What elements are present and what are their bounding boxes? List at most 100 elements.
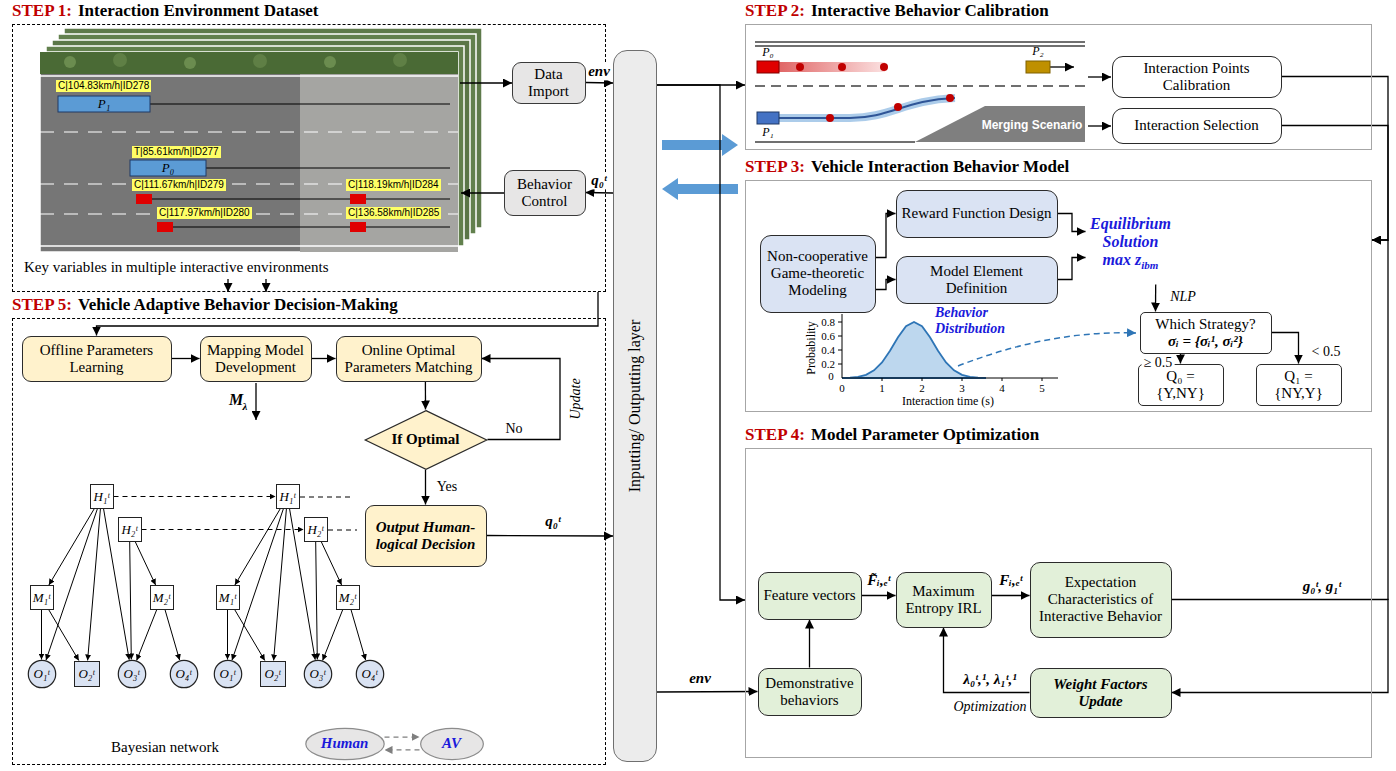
text-block: O₃ᵗ xyxy=(309,665,325,682)
layer-label: Inputting/ Outputting layer xyxy=(626,320,644,492)
dataset-frames-part xyxy=(393,53,407,67)
text-wrap: O₄ᵗ xyxy=(170,660,198,688)
node-text: Expectation Characteristics of Interacti… xyxy=(1039,574,1162,624)
text-block: H₁ᵗ xyxy=(93,488,109,505)
flow-arrows-part xyxy=(1387,240,1388,600)
bayes-node: H₁ᵗ xyxy=(276,484,300,509)
equilibrium-text: Equilibrium Solutionmax zibm xyxy=(1086,205,1176,285)
connector xyxy=(235,509,280,585)
text-block: O₂ᵗ xyxy=(264,665,280,682)
dataset-frames-part xyxy=(113,53,127,67)
edge-label: q₀ᵗ xyxy=(543,513,563,530)
connector xyxy=(312,358,336,359)
dataset-frames-part xyxy=(40,131,458,132)
step-heading: STEP 1:Interaction Environment Dataset xyxy=(12,1,319,21)
text-line: O₂ᵗ xyxy=(264,665,280,682)
edge-label: No xyxy=(503,421,524,437)
bayes-node: H₂ᵗ xyxy=(304,517,328,542)
text-line: σᵢ = {σᵢ¹, σᵢ²} xyxy=(1155,333,1255,350)
io-block-arrows-part xyxy=(662,178,738,200)
axis-title: Interaction time (s) xyxy=(902,395,994,409)
tick-label: 0.8 xyxy=(821,316,835,329)
text-block: M₂ᵗ xyxy=(153,589,171,606)
step-number: STEP 1: xyxy=(12,1,72,20)
connector xyxy=(385,736,420,737)
dataset-frames-part xyxy=(40,52,458,252)
text-wrap: Output Human-logical Decision xyxy=(366,506,486,566)
diamond-outline xyxy=(365,410,487,469)
text-block: Model Element Definition xyxy=(901,263,1053,297)
text-line: Model Element Definition xyxy=(901,263,1053,297)
node-text: AV xyxy=(442,735,461,751)
connector xyxy=(657,85,745,600)
text-line: H₂ᵗ xyxy=(307,521,323,538)
vehicle-label: P₁ xyxy=(762,126,774,140)
text-wrap: Interaction Points Calibration xyxy=(1113,57,1281,97)
node-text: If Optimal xyxy=(392,431,460,447)
connector xyxy=(1058,258,1086,280)
tick-label: 0 xyxy=(828,370,834,383)
process-box: Behavior Control xyxy=(504,170,586,216)
dataset-frames-part xyxy=(253,54,267,68)
text-line: M₁ᵗ xyxy=(33,589,51,606)
text-block: Online Optimal Parameters Matching xyxy=(341,342,477,376)
text-wrap: Weight Factors Update xyxy=(1031,669,1171,717)
process-box: Maximum Entropy IRL xyxy=(896,572,992,628)
text-block: Maximum Entropy IRL xyxy=(901,583,987,617)
tick-label: 1 xyxy=(879,382,885,395)
io-block-arrows-part xyxy=(662,134,738,156)
text-wrap: If Optimal xyxy=(364,410,488,470)
text-block: Behavior Control xyxy=(509,176,581,210)
node-text: O₁ᵗ xyxy=(33,666,49,681)
text-block: O₁ᵗ xyxy=(219,665,235,682)
bayes-node: M₂ᵗ xyxy=(336,585,360,610)
process-box: Demonstrative behaviors xyxy=(758,668,862,716)
text-wrap: Reward Function Design xyxy=(897,191,1057,237)
dataset-frames-part xyxy=(324,56,336,68)
edge-label: env xyxy=(687,670,713,687)
text-line: max zibm xyxy=(1090,251,1172,274)
vehicle-label: P₂ xyxy=(1032,45,1044,59)
flow-arrows-part xyxy=(227,279,228,292)
node-text: H₁ᵗ xyxy=(279,489,295,504)
text-line: O₃ᵗ xyxy=(309,665,325,682)
node-text: H₂ᵗ xyxy=(307,522,323,537)
ellipse-outline xyxy=(214,660,241,687)
connector xyxy=(487,535,614,537)
tick-label: 4 xyxy=(999,382,1005,395)
merging-scenario-sketch-part xyxy=(838,63,846,71)
connector xyxy=(992,595,1030,596)
text-line: Q₀ = {Y,NY} xyxy=(1143,368,1219,402)
behavior-distribution-chart-part xyxy=(838,336,842,337)
merging-scenario-sketch-part xyxy=(779,62,885,72)
text-line: If Optimal xyxy=(392,431,460,448)
text-block: Weight Factors Update xyxy=(1035,676,1167,710)
text-wrap: Interaction Selection xyxy=(1113,109,1281,143)
connector xyxy=(657,691,758,693)
agent-ellipse: Human xyxy=(305,728,385,760)
connector xyxy=(137,610,157,661)
bayes-node: O₃ᵗ xyxy=(118,660,146,688)
strategy-box: Which Strategy?σᵢ = {σᵢ¹, σᵢ²} xyxy=(1140,312,1272,354)
merging-scenario-sketch-part xyxy=(894,103,902,111)
process-box: Weight Factors Update xyxy=(1030,668,1172,718)
node-text: O₄ᵗ xyxy=(361,666,377,681)
connector xyxy=(274,509,287,661)
node-text: Human xyxy=(321,735,369,751)
tick-label: 0.2 xyxy=(821,358,835,371)
node-text: Non-cooperative Game-theoretic Modeling xyxy=(767,248,868,298)
dataset-frames-part xyxy=(350,194,366,204)
bayes-node: H₁ᵗ xyxy=(90,484,114,509)
node-text: Offline Parameters Learning xyxy=(40,342,153,375)
dataset-frames-part xyxy=(206,168,450,169)
step-title: Model Parameter Optimization xyxy=(811,425,1039,444)
node-text: Mapping Model Development xyxy=(207,342,304,375)
node-text: Maximum Entropy IRL xyxy=(905,583,981,616)
text-wrap: Human xyxy=(305,728,385,760)
connector xyxy=(1272,333,1299,364)
node-text: Behavior Control xyxy=(517,176,572,209)
behavior-distribution-chart-part xyxy=(1042,378,1043,381)
node-text: H₁ᵗ xyxy=(93,489,109,504)
dataset-frames-part xyxy=(40,52,458,74)
